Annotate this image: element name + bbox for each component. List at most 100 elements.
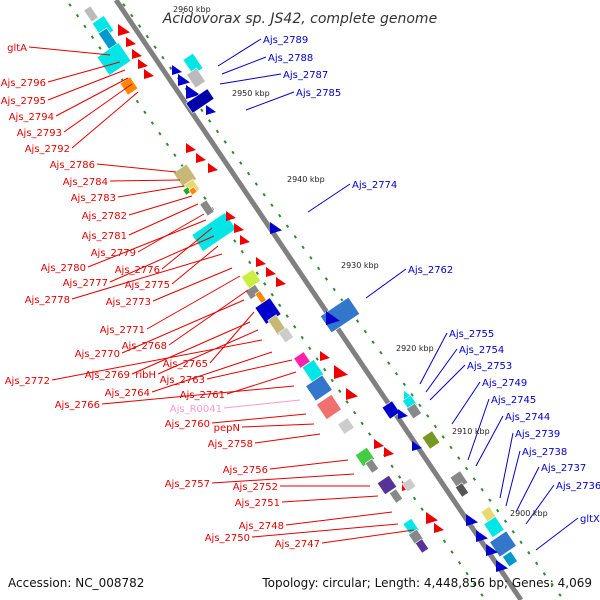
gene-arrow xyxy=(234,223,244,233)
scale-tick xyxy=(300,335,304,340)
gene-arrow xyxy=(206,105,216,115)
gene-label-left: Ajs_2777 xyxy=(63,278,108,289)
scale-tick xyxy=(465,571,469,576)
gene-feature xyxy=(319,296,361,334)
scale-tick xyxy=(262,192,266,197)
gene-arrow xyxy=(226,211,236,221)
scale-tick xyxy=(397,475,402,479)
gene-label-left: Ajs_2775 xyxy=(125,280,170,291)
label-leader xyxy=(281,495,379,503)
label-leader xyxy=(117,185,185,198)
label-leader xyxy=(515,466,540,513)
genome-summary-text: Topology: circular; Length: 4,448,856 bp… xyxy=(261,576,592,590)
label-leader xyxy=(137,213,205,253)
gene-feature xyxy=(188,186,198,196)
gene-label-left: Ajs_2793 xyxy=(17,128,62,139)
gene-feature xyxy=(376,474,398,496)
gene-label-right: Ajs_2762 xyxy=(408,265,453,276)
label-leader xyxy=(152,267,233,302)
gene-feature xyxy=(483,516,505,538)
scale-tick xyxy=(488,498,492,502)
scale-label: 2900 kbp xyxy=(510,509,548,518)
label-leader xyxy=(209,311,255,364)
scale-tick xyxy=(165,142,170,147)
gene-label-left: Ajs_2779 xyxy=(91,248,136,259)
gene-arrow xyxy=(126,37,136,47)
label-leader xyxy=(269,459,349,470)
scale-tick xyxy=(441,435,445,439)
label-leader xyxy=(245,91,295,111)
label-leader xyxy=(168,289,249,346)
scale-tick xyxy=(402,382,406,387)
gene-label-right: Ajs_2755 xyxy=(449,329,494,340)
scale-tick xyxy=(135,99,140,104)
label-leader xyxy=(223,399,301,409)
gene-label-left: Ajs_2758 xyxy=(208,439,253,450)
gene-arrow xyxy=(486,544,498,556)
scale-tick xyxy=(394,371,399,376)
scale-tick xyxy=(122,3,126,7)
scale-tick xyxy=(231,150,235,155)
scale-tick xyxy=(324,277,329,281)
scale-tick xyxy=(480,593,484,597)
gene-label-left: Ajs_2747 xyxy=(275,539,320,550)
gene-label-left: Ajs_2757 xyxy=(165,479,210,490)
gene-label-left: Ajs_2773 xyxy=(106,297,151,308)
label-leader xyxy=(219,73,282,85)
gene-label-left: ribH xyxy=(135,370,156,381)
scale-tick xyxy=(75,13,80,18)
label-leader xyxy=(171,245,219,285)
label-leader xyxy=(121,299,245,354)
gene-feature xyxy=(489,530,517,558)
gene-feature xyxy=(454,482,470,498)
scale-tick xyxy=(233,239,237,243)
scale-label: 2930 kbp xyxy=(341,261,379,270)
scale-tick xyxy=(420,507,424,511)
scale-tick xyxy=(143,110,147,115)
scale-tick xyxy=(301,245,305,250)
gene-label-left: Ajs_2792 xyxy=(25,144,70,155)
gene-label-left: Ajs_2769 xyxy=(85,370,130,381)
scale-tick xyxy=(390,464,394,469)
gene-label-right: Ajs_2753 xyxy=(467,361,512,372)
scale-tick xyxy=(457,561,462,565)
gene-arrow xyxy=(434,523,444,533)
scale-tick xyxy=(223,140,227,144)
gene-label-left: Ajs_2752 xyxy=(233,482,278,493)
scale-tick xyxy=(240,249,244,254)
gene-arrow xyxy=(326,311,340,325)
label-leader xyxy=(241,423,315,428)
label-leader xyxy=(285,511,393,526)
label-leader xyxy=(109,235,215,283)
gene-label-left: Ajs_2786 xyxy=(50,160,95,171)
gene-label-right: Ajs_2788 xyxy=(268,53,313,64)
scale-tick xyxy=(418,403,422,408)
gene-feature xyxy=(381,400,401,420)
gene-arrow xyxy=(178,74,190,86)
gene-arrow xyxy=(426,512,438,524)
scale-tick xyxy=(169,66,173,71)
scale-tick xyxy=(130,13,134,18)
gene-arrow xyxy=(476,530,488,542)
scale-tick xyxy=(293,234,297,239)
label-leader xyxy=(206,359,293,380)
gene-label-left: Ajs_2748 xyxy=(239,521,284,532)
scale-tick xyxy=(534,561,539,566)
label-leader xyxy=(87,219,207,268)
scale-tick xyxy=(161,55,165,60)
scale-tick xyxy=(352,410,357,415)
gene-arrow xyxy=(266,267,276,277)
scale-tick xyxy=(203,196,207,200)
map-title: Acidovorax sp. JS42, complete genome xyxy=(162,11,437,27)
label-leader-lines xyxy=(28,38,579,551)
label-leader xyxy=(161,227,213,270)
scale-tick xyxy=(332,287,336,292)
scale-tick xyxy=(323,367,327,372)
scale-tick xyxy=(379,350,383,355)
label-leader xyxy=(211,473,355,484)
gene-arrow xyxy=(374,439,384,449)
scale-tick xyxy=(215,129,220,134)
scale-tick xyxy=(338,389,342,393)
gene-label-left: Ajs_2781 xyxy=(82,231,127,242)
